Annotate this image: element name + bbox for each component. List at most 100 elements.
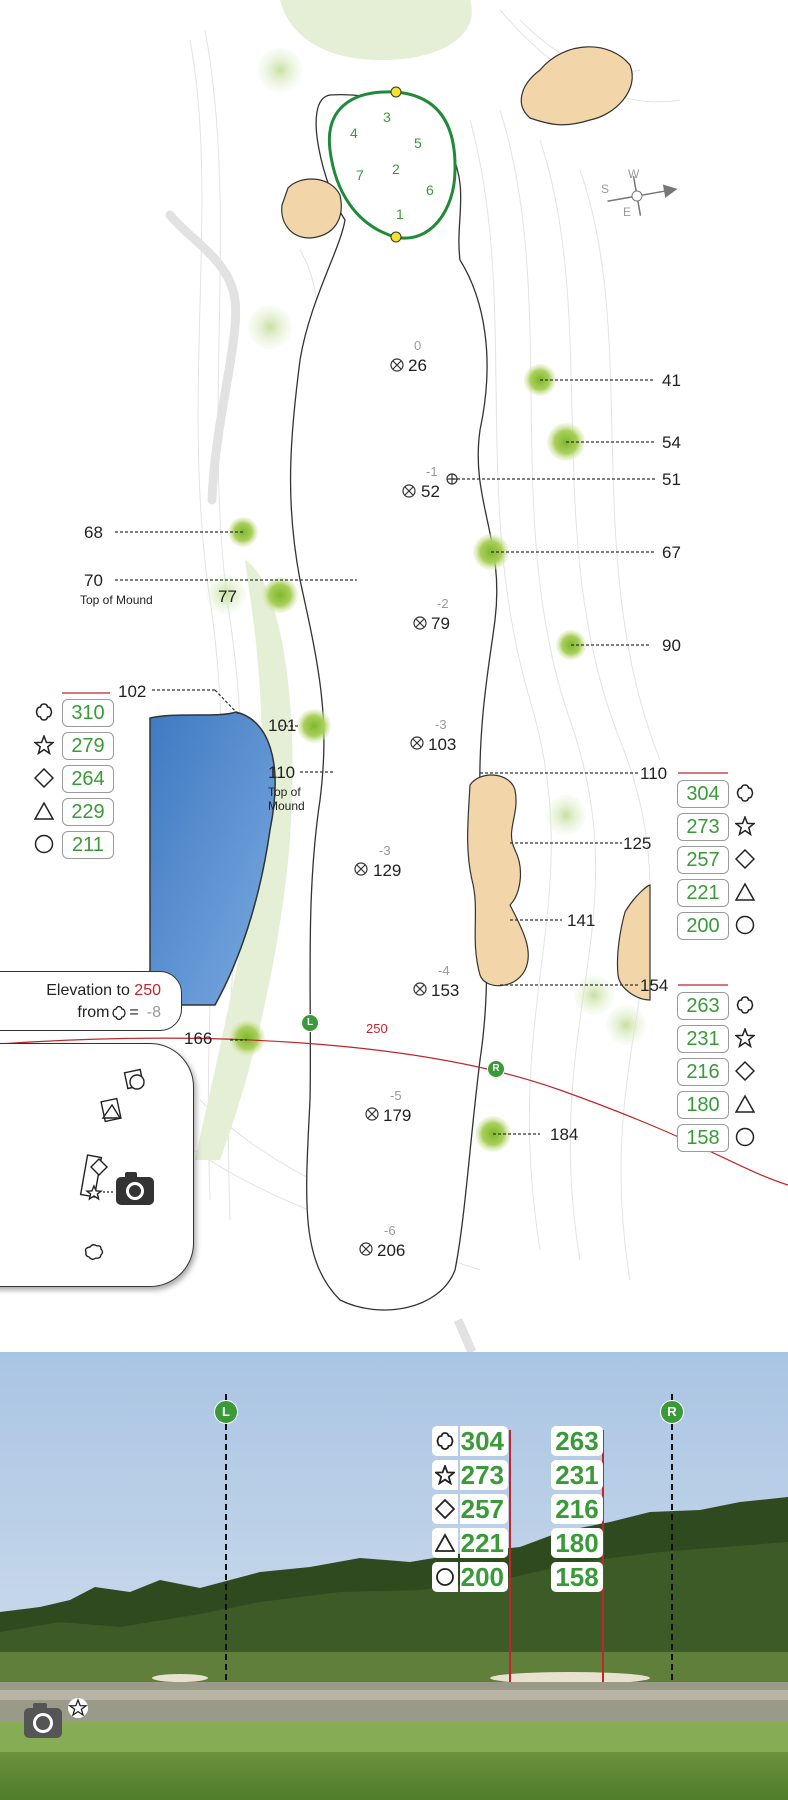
diamond-icon (34, 768, 54, 788)
fairway-distance: 26 (408, 356, 427, 375)
compass-s: S (601, 182, 610, 196)
elevation-label: Elevation to (46, 982, 130, 999)
right-table-value: 263 (677, 992, 729, 1020)
elevation-target: 250 (134, 982, 161, 999)
elevation-marker: -2 (437, 596, 449, 611)
distance-label: 51 (662, 470, 681, 489)
fairway-distance: 103 (428, 735, 457, 754)
photo-distance: 273 (460, 1460, 508, 1490)
flower-icon (35, 703, 53, 721)
triangle-icon (435, 1533, 455, 1552)
photo-distance-row: 200 (432, 1562, 508, 1592)
left-table-value: 264 (62, 765, 114, 793)
right-table-value: 231 (677, 1025, 729, 1053)
distance-label: 110 (268, 763, 296, 782)
left-table-value: 310 (62, 699, 114, 727)
distance-label: 125 (623, 834, 652, 853)
pin-position-1: 1 (396, 206, 404, 222)
distance-label: 90 (662, 636, 681, 655)
right-table-value: 200 (677, 912, 729, 940)
flower-icon (112, 1005, 127, 1021)
flower-icon (736, 996, 754, 1014)
mound-note: Top of Mound (268, 785, 305, 813)
distance-label: 166 (184, 1029, 213, 1048)
photo-distance: 158 (551, 1562, 603, 1592)
compass-e: E (623, 205, 632, 219)
flower-icon (436, 1432, 454, 1450)
fairway-distance: 79 (431, 614, 450, 633)
circle-icon (735, 1127, 755, 1147)
elevation-marker: -5 (390, 1088, 402, 1103)
circle-icon (34, 834, 54, 854)
photo-distance-row: 304 (432, 1426, 508, 1456)
star-icon (735, 816, 755, 836)
fairway-distance: 206 (377, 1241, 406, 1260)
distance-label: 184 (550, 1125, 579, 1144)
pin-position-7: 7 (356, 167, 364, 183)
star-icon (435, 1465, 455, 1485)
elevation-from-label: from (77, 1004, 110, 1021)
circle-icon (436, 1568, 454, 1586)
fairway-distance: 153 (431, 981, 460, 1000)
photo-distance: 200 (460, 1562, 508, 1592)
pin-position-3: 3 (383, 109, 391, 125)
photo-distance-row: 221 (432, 1528, 508, 1558)
diamond-icon (435, 1499, 455, 1519)
photo-distance-row: 273 (432, 1460, 508, 1490)
right-table-value: 257 (677, 846, 729, 874)
right-table-value: 221 (677, 879, 729, 907)
right-table-value: 180 (677, 1091, 729, 1119)
photo-distance: 257 (460, 1494, 508, 1524)
distance-label: 68 (84, 523, 103, 542)
photo-distance: 231 (551, 1460, 603, 1490)
elevation-panel: Elevation to 250 from = -8 (0, 971, 182, 1031)
triangle-icon (735, 882, 755, 901)
photo-distance: 180 (551, 1528, 603, 1558)
photo-distance-row: 257 (432, 1494, 508, 1524)
distance-label: 77 (218, 587, 237, 606)
distance-label: 101 (268, 716, 297, 735)
star-icon (34, 735, 54, 755)
elevation-marker: 0 (414, 338, 422, 353)
distance-label: 110 (640, 764, 668, 783)
left-pin-marker: L (301, 1014, 319, 1032)
triangle-icon (34, 801, 54, 820)
elevation-marker: -4 (438, 963, 450, 978)
photo-distance: 221 (460, 1528, 508, 1558)
right-table-value: 273 (677, 813, 729, 841)
photo-distance: 216 (551, 1494, 603, 1524)
tee-locations-panel (0, 1043, 194, 1287)
right-table-value: 216 (677, 1058, 729, 1086)
photo-distance: 263 (551, 1426, 603, 1456)
pin-position-4: 4 (350, 125, 358, 141)
diamond-icon (735, 1061, 755, 1081)
distance-label: 70 (84, 571, 103, 590)
pin-position-6: 6 (426, 182, 434, 198)
triangle-icon (735, 1094, 755, 1113)
distance-label: 67 (662, 543, 681, 562)
distance-label: 54 (662, 433, 681, 452)
right-table-value: 158 (677, 1124, 729, 1152)
distance-label: 154 (640, 976, 669, 995)
elevation-marker: -3 (379, 843, 391, 858)
elevation-marker: -3 (435, 717, 447, 732)
tee-photo: L R 304 273 257 221 200 263 231 216 180 … (0, 1352, 788, 1800)
right-table-value: 304 (677, 780, 729, 808)
circle-icon (735, 915, 755, 935)
photo-right-pin: R (660, 1400, 684, 1424)
pin-position-2: 2 (392, 161, 400, 177)
diamond-icon (735, 849, 755, 869)
compass-w: W (628, 167, 640, 181)
fairway-distance: 52 (421, 482, 440, 501)
star-icon (735, 1028, 755, 1048)
elevation-marker: -1 (426, 464, 438, 479)
left-table-value: 229 (62, 798, 114, 826)
distance-label: 141 (567, 911, 596, 930)
distance-label: 41 (662, 371, 681, 390)
photo-left-pin: L (214, 1400, 238, 1424)
fairway-distance: 179 (383, 1106, 412, 1125)
elevation-value: -8 (146, 1004, 161, 1021)
carry-arc-label: 250 (366, 1021, 388, 1036)
fairway-distance: 129 (373, 861, 402, 880)
